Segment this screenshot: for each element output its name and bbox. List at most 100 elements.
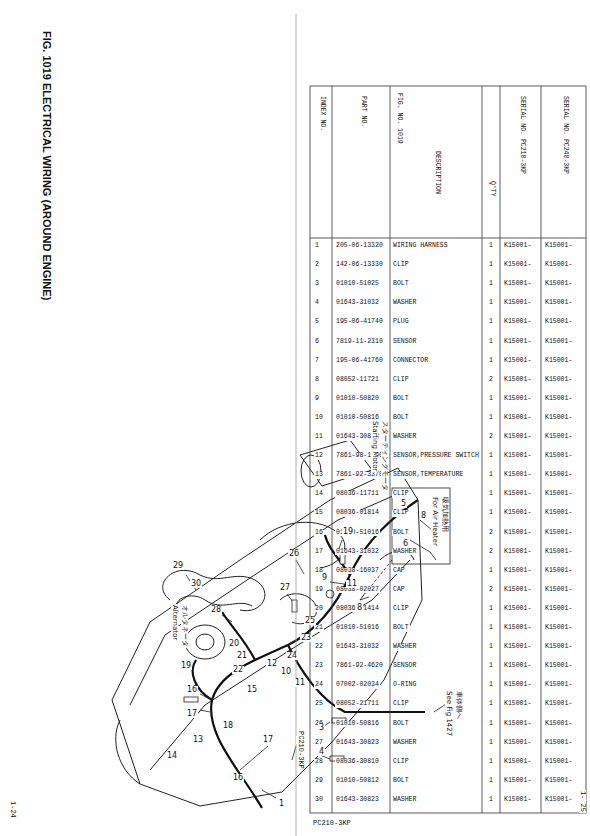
- serial-number: K15001-: [503, 434, 532, 441]
- quantity: 1: [488, 415, 494, 422]
- quantity: 1: [488, 300, 494, 307]
- quantity: 1: [488, 396, 494, 403]
- part-number: 01010-50820: [335, 396, 380, 403]
- callout-number: 30: [190, 580, 202, 588]
- quantity: 1: [488, 663, 494, 670]
- part-label: Alternator: [171, 604, 178, 641]
- serial-number: K15001-: [544, 377, 573, 384]
- table-header: SERIAL NO. PC240-3KP: [562, 95, 569, 175]
- quantity: 1: [488, 281, 494, 288]
- callout-number: 16: [186, 686, 198, 694]
- part-number: 07002-02034: [335, 682, 380, 689]
- part-description: CLIP: [392, 510, 410, 517]
- part-description: BOLT: [392, 778, 410, 785]
- part-number: 142-06-13330: [335, 262, 384, 269]
- table-header: SERIAL NO. PC210-3KP: [519, 95, 526, 175]
- quantity: 2: [488, 434, 494, 441]
- part-description: CLIP: [392, 759, 410, 766]
- index-number: 22: [314, 644, 324, 651]
- serial-number: K15001-: [544, 319, 573, 326]
- callout-number: 10: [280, 668, 292, 676]
- part-number: 7819-11-2310: [335, 339, 384, 346]
- serial-number: K15001-: [544, 701, 573, 708]
- part-label: スターティングモータ: [381, 420, 388, 492]
- catalog-code: PC210-3KP: [312, 820, 352, 827]
- callout-number: 19: [342, 528, 354, 536]
- index-number: 5: [314, 319, 320, 326]
- index-number: 7: [314, 358, 320, 365]
- quantity: 1: [488, 339, 494, 346]
- serial-number: K15001-: [503, 415, 532, 422]
- index-number: 1: [314, 243, 320, 250]
- quantity: 1: [488, 491, 494, 498]
- serial-number: K15001-: [544, 530, 573, 537]
- quantity: 1: [488, 701, 494, 708]
- leader-lines: [186, 520, 446, 798]
- quantity: 1: [488, 568, 494, 575]
- part-description: CLIP: [392, 262, 410, 269]
- callout-number: 4: [318, 748, 325, 756]
- part-number: 205-06-13320: [335, 243, 384, 250]
- serial-number: K15001-: [544, 472, 573, 479]
- index-number: 10: [314, 415, 324, 422]
- index-number: 24: [314, 682, 324, 689]
- index-number: 13: [314, 472, 324, 479]
- part-description: BOLT: [392, 530, 410, 537]
- index-number: 8: [314, 377, 320, 384]
- quantity: 2: [488, 530, 494, 537]
- quantity: 1: [488, 453, 494, 460]
- callout-number: 19: [180, 662, 192, 670]
- callout-number: 12: [266, 660, 278, 668]
- part-description: CLIP: [392, 606, 410, 613]
- quantity: 1: [488, 721, 494, 728]
- serial-number: K15001-: [544, 606, 573, 613]
- quantity: 2: [488, 587, 494, 594]
- serial-number: K15001-: [544, 568, 573, 575]
- bolts: [184, 552, 346, 761]
- quantity: 1: [488, 319, 494, 326]
- serial-number: K15001-: [544, 644, 573, 651]
- serial-number: K15001-: [503, 625, 532, 632]
- quantity: 1: [488, 262, 494, 269]
- table-header: DESCRIPTION: [434, 150, 441, 195]
- index-number: 27: [314, 740, 324, 747]
- callout-number: 17: [262, 736, 274, 744]
- part-number: 7861-92-4620: [335, 663, 384, 670]
- part-label: 車体側へ: [455, 690, 462, 720]
- part-number: 01643-30823: [335, 740, 380, 747]
- index-number: 11: [314, 434, 324, 441]
- callout-number: 16: [232, 774, 244, 782]
- callout-number: 8: [356, 604, 363, 612]
- index-number: 28: [314, 759, 324, 766]
- serial-number: K15001-: [503, 797, 532, 804]
- serial-number: K15001-: [503, 740, 532, 747]
- serial-number: K15001-: [503, 568, 532, 575]
- index-number: 29: [314, 778, 324, 785]
- serial-number: K15001-: [503, 453, 532, 460]
- quantity: 1: [488, 243, 494, 250]
- serial-number: K15001-: [544, 300, 573, 307]
- figure-title: FIG. 1019 ELECTRICAL WIRING (AROUND ENGI…: [41, 30, 52, 301]
- serial-number: K15001-: [544, 663, 573, 670]
- table-header: PART NO.: [360, 95, 367, 128]
- quantity: 1: [488, 625, 494, 632]
- serial-number: K15001-: [544, 434, 573, 441]
- part-number: 01010-50812: [335, 778, 380, 785]
- serial-number: K15001-: [503, 549, 532, 556]
- serial-number: K15001-: [544, 797, 573, 804]
- index-number: 14: [314, 491, 324, 498]
- part-number: 195-06-41760: [335, 358, 384, 365]
- serial-number: K15001-: [503, 300, 532, 307]
- part-description: WASHER: [392, 740, 417, 747]
- serial-number: K15001-: [544, 262, 573, 269]
- index-number: 20: [314, 606, 324, 613]
- index-number: 6: [314, 339, 320, 346]
- index-number: 30: [314, 797, 324, 804]
- part-number: 08036-11711: [335, 491, 380, 498]
- part-description: SENSOR: [392, 339, 417, 346]
- callout-number: 6: [402, 540, 409, 548]
- page-number: 1- 25: [579, 790, 586, 813]
- callout-number: 5: [400, 500, 407, 508]
- index-number: 19: [314, 587, 324, 594]
- serial-number: K15001-: [503, 319, 532, 326]
